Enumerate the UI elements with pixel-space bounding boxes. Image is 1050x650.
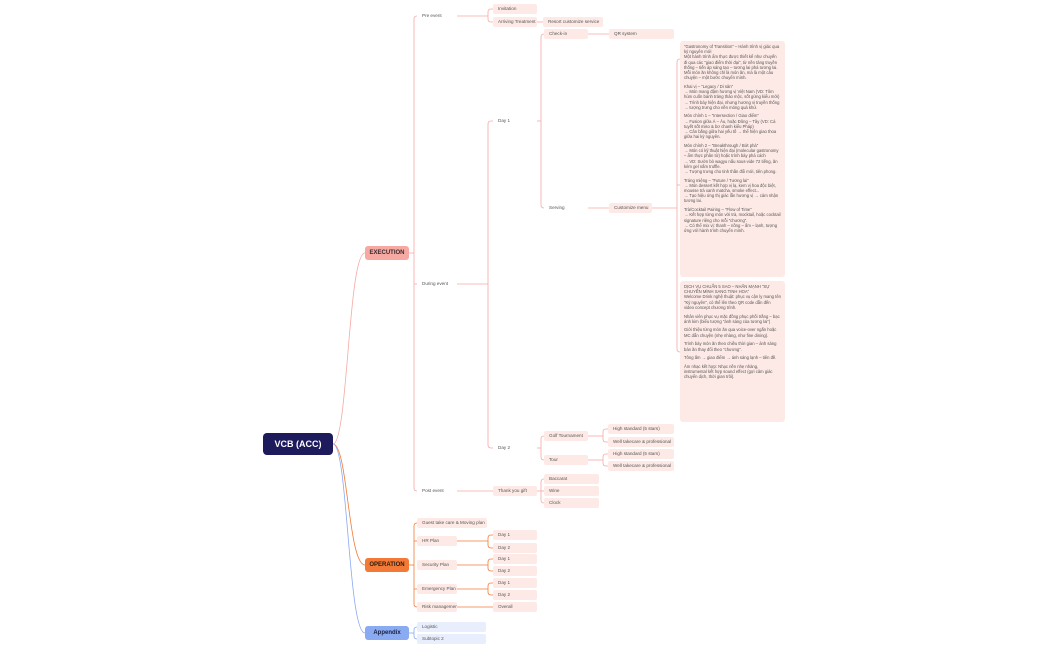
golf-care-topic[interactable]: Well takecare & professional xyxy=(608,437,674,447)
risk-overall-topic[interactable]: Overall xyxy=(493,602,537,612)
connector xyxy=(676,58,681,208)
connector xyxy=(676,208,681,353)
connector xyxy=(413,522,418,565)
connector xyxy=(413,626,418,633)
appendix-topic[interactable]: Appendix xyxy=(365,626,409,640)
during-event-topic[interactable]: During event xyxy=(422,281,449,286)
menu-note: Món chính 2 – "Breakthrough / Bứt phá" →… xyxy=(684,142,779,174)
connector xyxy=(487,284,493,449)
connector xyxy=(602,436,608,443)
service-notes[interactable]: DỊCH VỤ CHUẨN 5 SAO – NHẤN MẠNH "SỰ CHUY… xyxy=(680,281,785,422)
connector xyxy=(540,121,545,209)
checkin-topic[interactable]: Check-in xyxy=(544,29,588,39)
service-note: DỊCH VỤ CHUẨN 5 SAO – NHẤN MẠNH "SỰ CHUY… xyxy=(684,284,781,310)
connector xyxy=(487,558,493,565)
connector xyxy=(487,565,493,572)
subtopic-2-topic[interactable]: Subtopic 2 xyxy=(417,634,486,644)
gift-baccarat-topic[interactable]: Baccarat xyxy=(544,474,599,484)
connector xyxy=(487,8,493,16)
connector xyxy=(487,582,493,589)
root-topic[interactable]: VCB (ACC) xyxy=(263,433,333,455)
guest-care-topic[interactable]: Guest take care & Moving plan xyxy=(417,518,487,528)
emergency-day1-topic[interactable]: Day 1 xyxy=(493,578,537,588)
connector xyxy=(487,534,493,541)
security-plan-topic[interactable]: Security Plan xyxy=(417,560,457,570)
invitation-topic[interactable]: Invitation xyxy=(493,4,537,14)
gift-clock-topic[interactable]: Clock xyxy=(544,498,599,508)
risk-management-topic[interactable]: Risk management xyxy=(417,602,457,612)
tour-standard-topic[interactable]: High standard (5 stars) xyxy=(608,449,674,459)
connector xyxy=(602,428,608,436)
service-note: Âm nhạc kết hợp: Nhạc nền nhẹ nhàng, ins… xyxy=(684,363,773,380)
service-note: Nhân viên phục vụ mặc đồng phục phối trắ… xyxy=(684,313,780,324)
menu-note: "Gastronomy of Transition" – Hành trình … xyxy=(684,44,780,81)
tour-care-topic[interactable]: Well takecare & professional xyxy=(608,461,674,471)
thank-you-gift-topic[interactable]: Thank you gift xyxy=(493,486,537,496)
connector xyxy=(413,15,418,253)
connector xyxy=(413,565,418,608)
connector xyxy=(413,633,418,640)
menu-note: Trà/Cocktail Pairing – "Flow of Time" → … xyxy=(684,207,781,233)
menu-note: Món chính 1 – "Intersection / Giao điểm"… xyxy=(684,113,777,140)
service-note: Trình bày món ăn theo chiều thời gian – … xyxy=(684,341,777,352)
post-event-topic[interactable]: Post event xyxy=(422,488,444,493)
execution-topic[interactable]: EXECUTION xyxy=(365,246,409,260)
connector xyxy=(602,453,608,460)
tour-topic[interactable]: Tour xyxy=(544,455,588,465)
pre-event-topic[interactable]: Pre event xyxy=(422,13,442,18)
day1-topic[interactable]: Day 1 xyxy=(498,118,511,123)
operation-topic[interactable]: OPERATION xyxy=(365,558,409,572)
connector xyxy=(487,589,493,596)
qr-system-topic[interactable]: QR system xyxy=(609,29,674,39)
golf-standard-topic[interactable]: High standard (5 stars) xyxy=(608,424,674,434)
hr-day1-topic[interactable]: Day 1 xyxy=(493,530,537,540)
menu-note: Khai vị – "Legacy / Di sản" → Món mang đ… xyxy=(684,83,780,110)
security-day1-topic[interactable]: Day 1 xyxy=(493,554,537,564)
serving-topic[interactable]: Serving xyxy=(549,205,565,210)
service-note: Tông ấm → giao điểm → ánh sáng lạnh – ti… xyxy=(684,355,777,361)
emergency-plan-topic[interactable]: Emergency Plan xyxy=(417,584,457,594)
connector xyxy=(540,435,545,448)
connector xyxy=(602,460,608,467)
golf-tournament-topic[interactable]: Golf Tournament xyxy=(544,431,588,441)
connector xyxy=(487,120,493,284)
hr-plan-topic[interactable]: HR Plan xyxy=(417,536,457,546)
emergency-day2-topic[interactable]: Day 2 xyxy=(493,590,537,600)
connector xyxy=(332,443,366,634)
resort-service-topic[interactable]: Resort customize service xyxy=(543,17,603,27)
connector xyxy=(413,253,418,492)
connector xyxy=(332,252,366,445)
connector xyxy=(487,16,493,23)
connector xyxy=(540,33,545,121)
gift-wine-topic[interactable]: Wine xyxy=(544,486,599,496)
hr-day2-topic[interactable]: Day 2 xyxy=(493,543,537,553)
day2-topic[interactable]: Day 2 xyxy=(498,445,511,450)
connector xyxy=(487,541,493,549)
menu-notes[interactable]: "Gastronomy of Transition" – Hành trình … xyxy=(680,41,785,277)
customize-menu-topic[interactable]: Customize menu xyxy=(609,203,652,213)
connector xyxy=(332,443,366,566)
security-day2-topic[interactable]: Day 2 xyxy=(493,566,537,576)
connector xyxy=(540,478,545,491)
connector xyxy=(540,448,545,461)
arriving-treatment-topic[interactable]: Arriving Treatment xyxy=(493,17,537,27)
connector xyxy=(540,491,545,504)
logistic-topic[interactable]: Logistic xyxy=(417,622,486,632)
service-note: Giới thiệu từng món ăn qua voice-over ng… xyxy=(684,327,777,338)
menu-note: Tráng miệng – "Future / Tương lai" → Món… xyxy=(684,177,779,204)
